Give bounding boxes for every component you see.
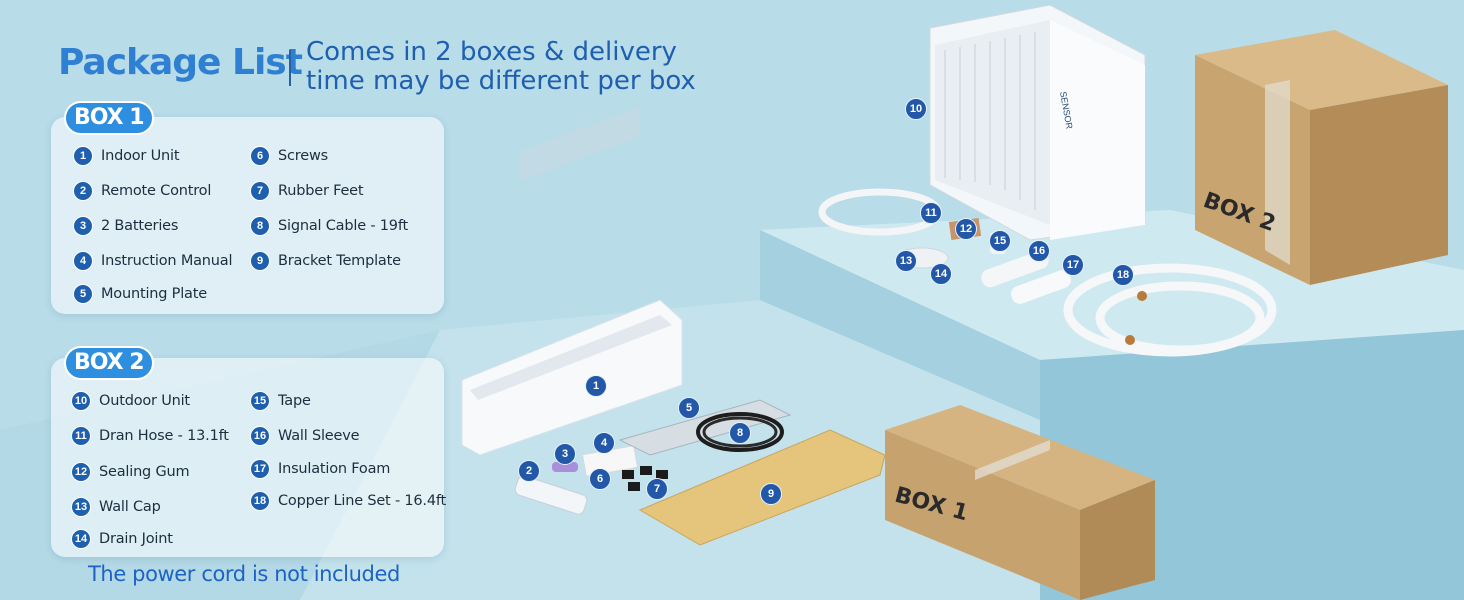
box2-panel bbox=[51, 358, 444, 557]
box1-item-7: 7 Rubber Feet bbox=[250, 180, 364, 202]
item-label: Outdoor Unit bbox=[99, 393, 190, 409]
item-label: Drain Joint bbox=[99, 531, 173, 547]
scene-marker-6: 6 bbox=[589, 468, 611, 490]
box2-item-16: 16 Wall Sleeve bbox=[250, 425, 360, 447]
item-label: Remote Control bbox=[101, 183, 212, 199]
box2-item-14: 14 Drain Joint bbox=[71, 528, 173, 550]
item-number: 5 bbox=[73, 284, 93, 304]
item-label: Dran Hose - 13.1ft bbox=[99, 428, 229, 444]
scene-marker-10: 10 bbox=[905, 98, 927, 120]
box1-item-5: 5 Mounting Plate bbox=[73, 283, 207, 305]
item-number: 16 bbox=[250, 426, 270, 446]
title-divider bbox=[289, 50, 291, 86]
item-label: Tape bbox=[278, 393, 311, 409]
item-label: Wall Cap bbox=[99, 499, 161, 515]
scene-marker-2: 2 bbox=[518, 460, 540, 482]
box1-panel bbox=[51, 117, 444, 314]
item-number: 12 bbox=[71, 462, 91, 482]
scene-marker-9: 9 bbox=[760, 483, 782, 505]
scene-marker-5: 5 bbox=[678, 397, 700, 419]
item-label: Mounting Plate bbox=[101, 286, 207, 302]
item-number: 1 bbox=[73, 146, 93, 166]
box1-item-9: 9 Bracket Template bbox=[250, 250, 401, 272]
box1-item-3: 3 2 Batteries bbox=[73, 215, 178, 237]
item-number: 11 bbox=[71, 426, 91, 446]
page-title: Package List bbox=[58, 42, 303, 83]
item-label: Wall Sleeve bbox=[278, 428, 360, 444]
item-number: 13 bbox=[71, 497, 91, 517]
scene-marker-12: 12 bbox=[955, 218, 977, 240]
box2-item-11: 11 Dran Hose - 13.1ft bbox=[71, 425, 229, 447]
item-number: 6 bbox=[250, 146, 270, 166]
scene-marker-11: 11 bbox=[920, 202, 942, 224]
power-cord-note: The power cord is not included bbox=[88, 562, 400, 586]
item-label: Screws bbox=[278, 148, 328, 164]
subtitle-line-1: Comes in 2 boxes & delivery bbox=[306, 37, 677, 67]
scene-marker-17: 17 bbox=[1062, 254, 1084, 276]
box2-item-15: 15 Tape bbox=[250, 390, 311, 412]
item-label: Insulation Foam bbox=[278, 461, 391, 477]
box2-item-13: 13 Wall Cap bbox=[71, 496, 161, 518]
scene-marker-7: 7 bbox=[646, 478, 668, 500]
outdoor-unit-image: SENSOR bbox=[929, 4, 1146, 241]
scene-marker-15: 15 bbox=[989, 230, 1011, 252]
box2-item-18: 18 Copper Line Set - 16.4ft bbox=[250, 490, 446, 512]
scene-marker-4: 4 bbox=[593, 432, 615, 454]
item-label: Copper Line Set - 16.4ft bbox=[278, 493, 447, 509]
scene-marker-14: 14 bbox=[930, 263, 952, 285]
box1-item-4: 4 Instruction Manual bbox=[73, 250, 233, 272]
box2-badge: BOX 2 bbox=[64, 346, 154, 380]
page-subtitle: Comes in 2 boxes & delivery time may be … bbox=[306, 38, 696, 96]
item-label: Sealing Gum bbox=[99, 464, 190, 480]
box1-item-6: 6 Screws bbox=[250, 145, 328, 167]
item-number: 2 bbox=[73, 181, 93, 201]
item-label: Signal Cable - 19ft bbox=[278, 218, 408, 234]
item-number: 7 bbox=[250, 181, 270, 201]
item-number: 4 bbox=[73, 251, 93, 271]
box2-item-12: 12 Sealing Gum bbox=[71, 461, 190, 483]
scene-marker-1: 1 bbox=[585, 375, 607, 397]
item-number: 17 bbox=[250, 459, 270, 479]
scene-marker-16: 16 bbox=[1028, 240, 1050, 262]
box2-item-17: 17 Insulation Foam bbox=[250, 458, 390, 480]
indoor-unit-image bbox=[461, 107, 683, 456]
item-number: 10 bbox=[71, 391, 91, 411]
scene-marker-13: 13 bbox=[895, 250, 917, 272]
item-number: 9 bbox=[250, 251, 270, 271]
scene-marker-18: 18 bbox=[1112, 264, 1134, 286]
item-label: Instruction Manual bbox=[101, 253, 233, 269]
item-number: 8 bbox=[250, 216, 270, 236]
item-label: Bracket Template bbox=[278, 253, 401, 269]
subtitle-line-2: time may be different per box bbox=[306, 66, 696, 96]
item-number: 14 bbox=[71, 529, 91, 549]
scene-marker-3: 3 bbox=[554, 443, 576, 465]
box2-carton-image bbox=[1195, 30, 1448, 285]
box2-item-10: 10 Outdoor Unit bbox=[71, 390, 190, 412]
box1-badge: BOX 1 bbox=[64, 101, 154, 135]
item-label: 2 Batteries bbox=[101, 218, 179, 234]
item-number: 15 bbox=[250, 391, 270, 411]
item-number: 3 bbox=[73, 216, 93, 236]
item-label: Rubber Feet bbox=[278, 183, 364, 199]
item-label: Indoor Unit bbox=[101, 148, 180, 164]
box1-item-2: 2 Remote Control bbox=[73, 180, 211, 202]
box1-item-1: 1 Indoor Unit bbox=[73, 145, 180, 167]
box1-carton-image bbox=[885, 405, 1155, 600]
item-number: 18 bbox=[250, 491, 270, 511]
box1-item-8: 8 Signal Cable - 19ft bbox=[250, 215, 408, 237]
scene-marker-8: 8 bbox=[729, 422, 751, 444]
